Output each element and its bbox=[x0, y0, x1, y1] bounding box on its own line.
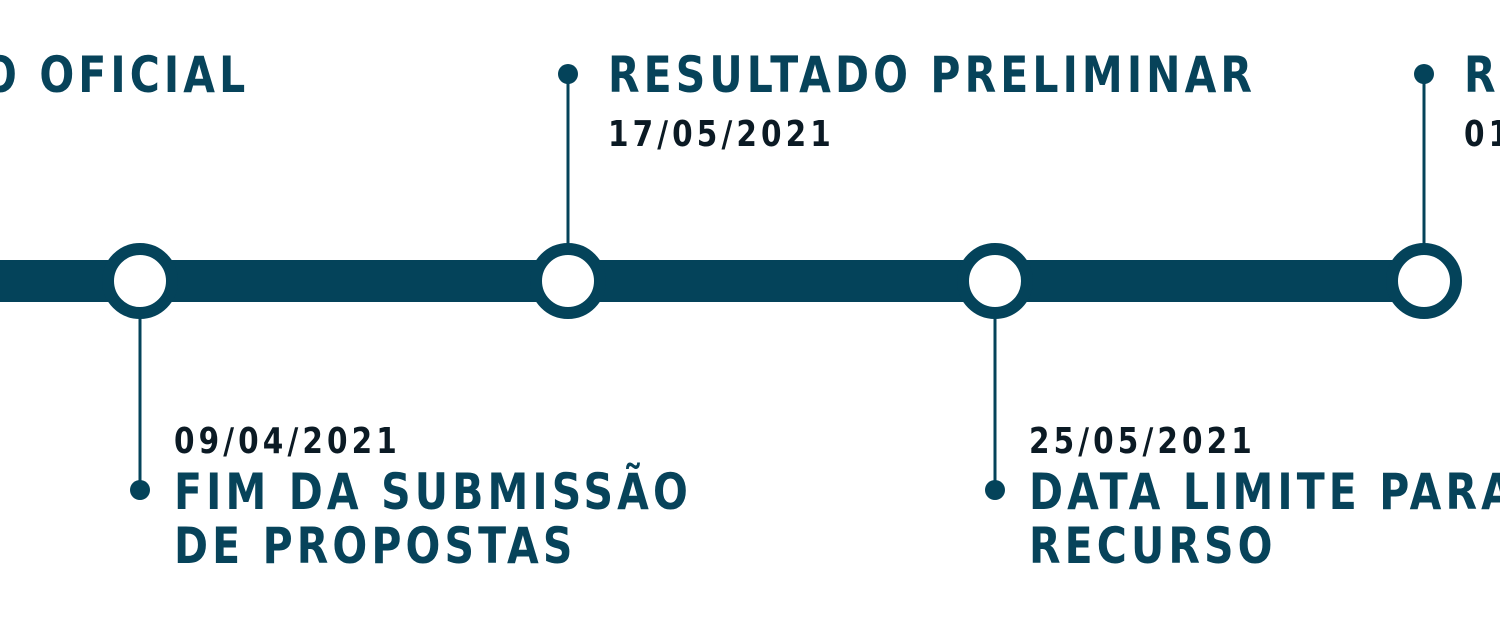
milestone-title-resultado: RESULTADO PRELIMINAR bbox=[608, 46, 1257, 104]
milestone-title-fim-submissao-line2: DE PROPOSTAS bbox=[174, 517, 577, 575]
milestone-date-fim-submissao: 09/04/2021 bbox=[174, 421, 401, 462]
milestone-node-ri bbox=[1386, 243, 1462, 319]
milestone-node-resultado bbox=[530, 243, 606, 319]
milestone-node-data-limite bbox=[957, 243, 1033, 319]
connector-dot-resultado bbox=[558, 64, 578, 84]
milestone-date-resultado: 17/05/2021 bbox=[608, 114, 835, 155]
milestone-date-ri: 01 bbox=[1464, 114, 1500, 155]
milestone-title-fim-submissao: FIM DA SUBMISSÃO bbox=[174, 463, 692, 521]
connector-dot-data-limite bbox=[985, 480, 1005, 500]
milestone-title-oficial: O OFICIAL bbox=[0, 46, 250, 104]
timeline-bar bbox=[0, 260, 1425, 302]
milestone-title-data-limite: DATA LIMITE PARA bbox=[1029, 463, 1500, 521]
milestone-title-data-limite-line2: RECURSO bbox=[1029, 517, 1277, 575]
milestone-node-fim-submissao bbox=[102, 243, 178, 319]
connector-dot-ri bbox=[1414, 64, 1434, 84]
milestone-title-ri: RI bbox=[1464, 46, 1500, 104]
milestone-date-data-limite: 25/05/2021 bbox=[1029, 421, 1256, 462]
connector-dot-fim-submissao bbox=[130, 480, 150, 500]
